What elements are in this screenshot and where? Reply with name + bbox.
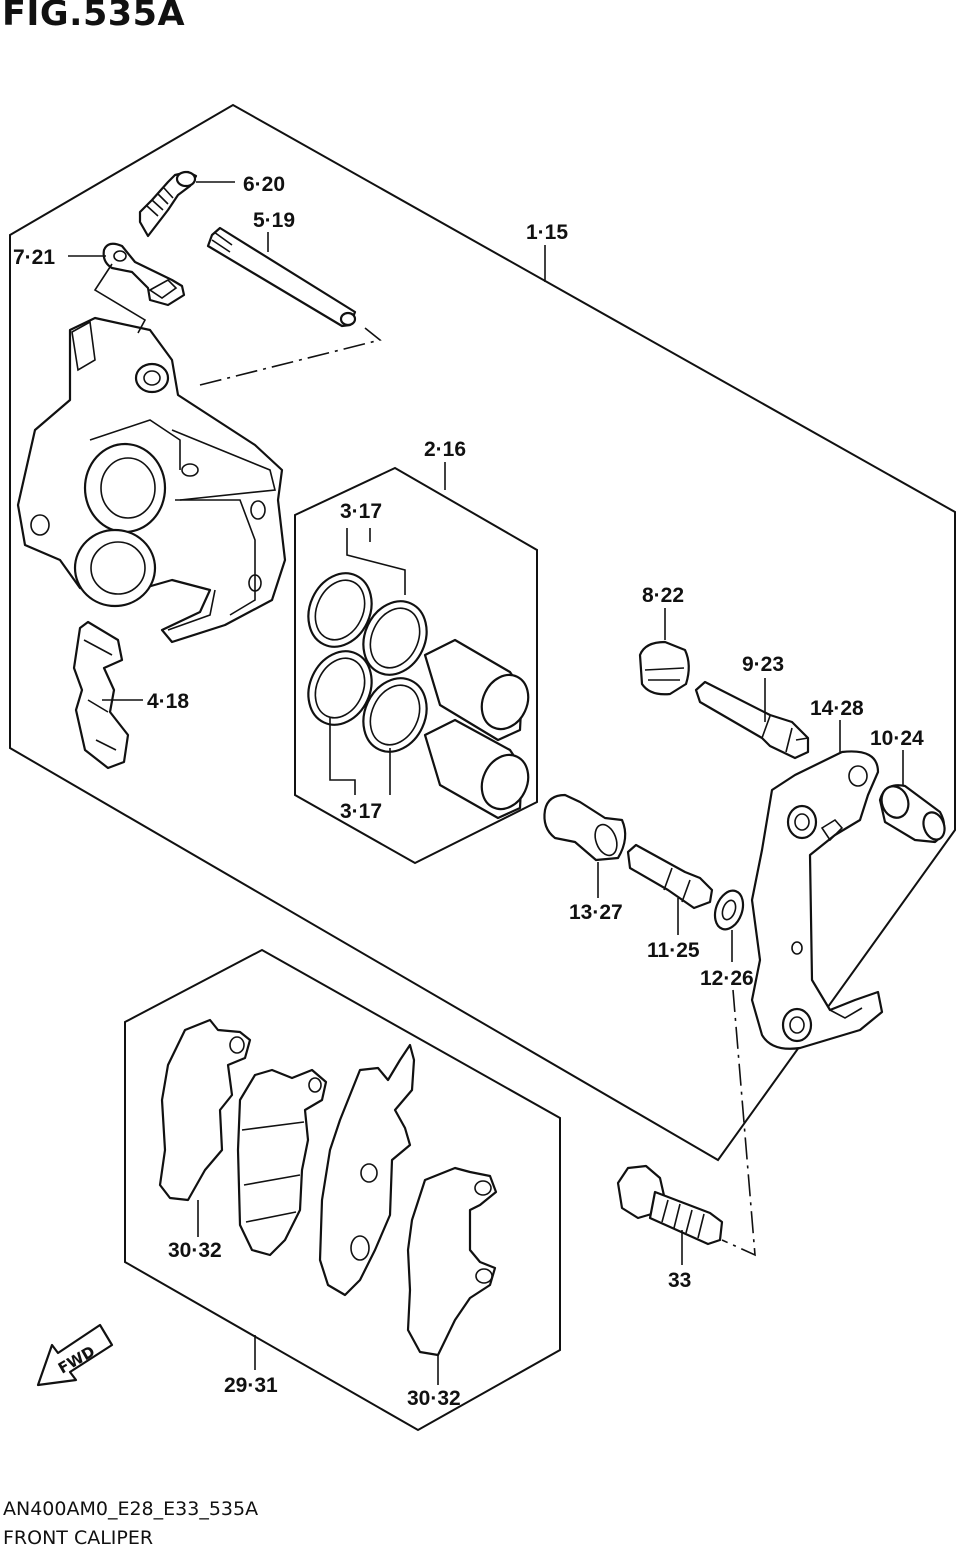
caliper-body[interactable]	[16, 316, 287, 644]
figure-title: FIG.535A	[2, 0, 186, 34]
callout-30-32-left: 30·32	[168, 1239, 222, 1262]
pad-pin[interactable]	[206, 226, 357, 328]
callout-7-21: 7·21	[13, 246, 55, 269]
piston-group[interactable]	[423, 638, 537, 820]
callout-10-24: 10·24	[870, 727, 924, 750]
callout-1-15: 1·15	[526, 221, 568, 244]
bleeder-screw[interactable]	[138, 170, 198, 238]
callout-13-27: 13·27	[569, 901, 623, 924]
piston-seal-group[interactable]	[297, 563, 438, 762]
slide-pin-upper[interactable]	[694, 680, 810, 760]
callout-9-23: 9·23	[742, 653, 784, 676]
diagram-name: FRONT CALIPER	[3, 1527, 154, 1549]
slide-pin-lower[interactable]	[626, 843, 714, 910]
callout-29-31: 29·31	[224, 1374, 278, 1397]
brake-pad-left[interactable]	[158, 1018, 328, 1257]
callout-33: 33	[668, 1269, 691, 1292]
washer[interactable]	[710, 887, 748, 933]
callout-12-26: 12·26	[700, 967, 754, 990]
callout-5-19: 5·19	[253, 209, 295, 232]
bracket-bushing[interactable]	[877, 783, 948, 844]
brake-pad-right[interactable]	[318, 1043, 498, 1357]
piston-group-frame	[294, 466, 538, 865]
callout-3-17-top: 3·17	[340, 500, 382, 523]
callout-14-28: 14·28	[810, 697, 864, 720]
callout-6-20: 6·20	[243, 173, 285, 196]
bleeder-cap[interactable]	[102, 242, 186, 307]
caliper-bracket[interactable]	[750, 750, 884, 1050]
leader-lines	[68, 181, 904, 1385]
callout-3-17-bottom: 3·17	[340, 800, 382, 823]
bracket-bolt[interactable]	[616, 1164, 724, 1246]
pin-alignment-line	[199, 327, 382, 386]
pad-spring[interactable]	[72, 620, 130, 770]
slide-pin-boot[interactable]	[638, 640, 690, 696]
slide-pin-sleeve[interactable]	[543, 793, 627, 862]
callout-30-32-right: 30·32	[407, 1387, 461, 1410]
model-code: AN400AM0_E28_E33_535A	[3, 1498, 259, 1520]
caliper-assembly-frame	[9, 103, 956, 1162]
fwd-arrow-icon: FWD	[36, 1323, 114, 1387]
callout-labels: 6·20 5·19 7·21 1·15 2·16 3·17 3·17 4·18 …	[13, 173, 924, 1410]
pad-set-frame	[124, 948, 561, 1432]
callout-2-16: 2·16	[424, 438, 466, 461]
callout-11-25: 11·25	[647, 939, 700, 962]
callout-8-22: 8·22	[642, 584, 684, 607]
bolt-alignment-line	[721, 989, 756, 1257]
callout-4-18: 4·18	[147, 690, 189, 713]
